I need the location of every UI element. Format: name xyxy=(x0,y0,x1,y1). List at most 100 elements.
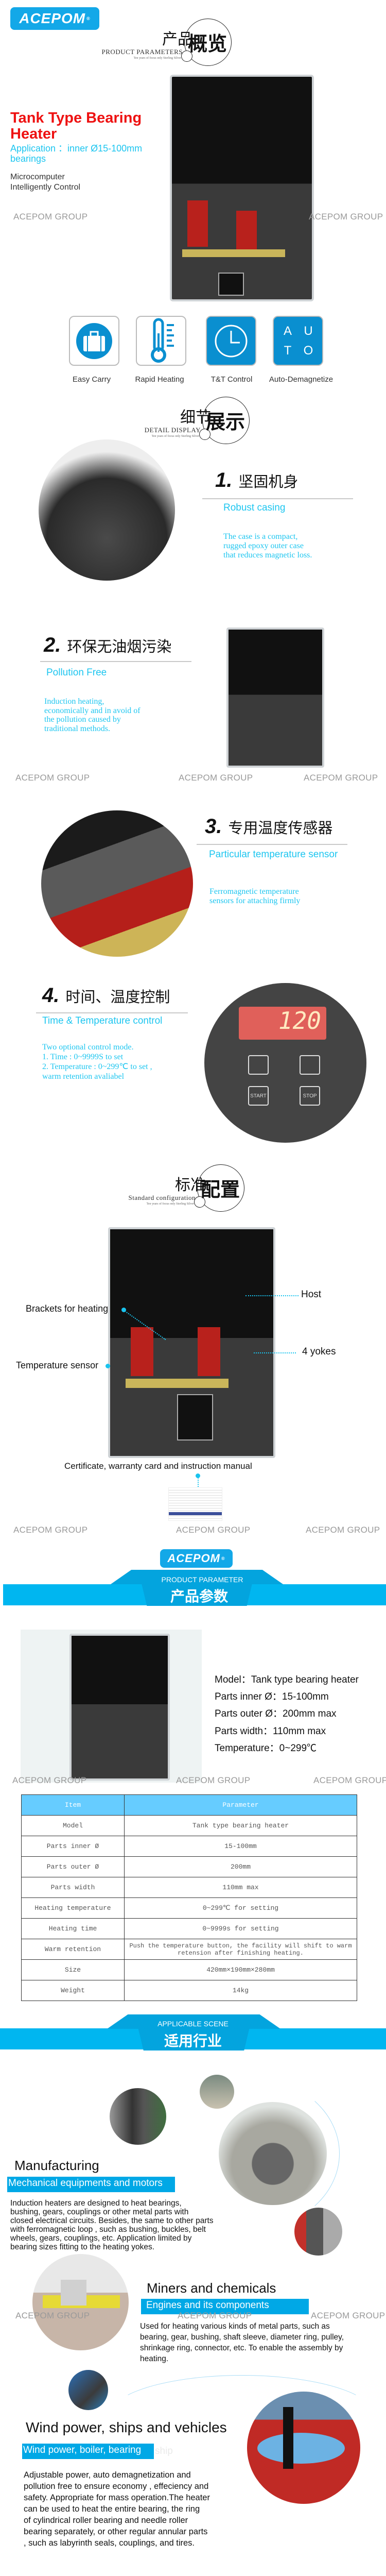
scene-title: Miners and chemicals xyxy=(147,2280,276,2296)
scene-photo xyxy=(200,2075,234,2109)
scene-tag-faded: ship xyxy=(155,2446,173,2456)
scene-desc: Adjustable power, auto demagnetization a… xyxy=(24,2470,210,2548)
scene-tag: Mechanical equipments and motors xyxy=(7,2177,175,2192)
feature-label: Auto-Demagnetize xyxy=(269,375,334,384)
scene-photo xyxy=(32,2254,129,2350)
config-label-host-text: Host xyxy=(301,1289,322,1300)
decorative-arc xyxy=(154,2076,340,2231)
detail-1-subtitle: Robust casing xyxy=(223,502,286,513)
scene-photo xyxy=(110,2088,166,2145)
watermark: ACEPOM GROUP xyxy=(313,1775,386,1785)
scene-photo xyxy=(294,2208,342,2256)
detail-photo-pollution xyxy=(226,628,324,768)
detail-2-subtitle: Pollution Free xyxy=(46,667,107,678)
feature-rapid-heating xyxy=(136,316,186,366)
divider xyxy=(36,1012,188,1013)
scene-title: Manufacturing xyxy=(14,2158,99,2173)
config-label-yokes: 4 yokes xyxy=(302,1346,336,1357)
callout-dot xyxy=(106,1364,110,1368)
thermometer-icon xyxy=(151,318,174,363)
config-label-certificate: Certificate, warranty card and instructi… xyxy=(64,1461,252,1471)
detail-1-heading: 1.坚固机身 xyxy=(215,469,299,492)
detail-photo-control-panel: 120 START STOP xyxy=(204,983,366,1143)
scene-tag-row: Wind power, boiler, bearing ship xyxy=(22,2444,173,2459)
clock-icon xyxy=(215,325,248,357)
watermark: ACEPOM GROUP xyxy=(15,2311,90,2320)
callout-line xyxy=(198,1478,199,1489)
watermark: ACEPOM GROUP xyxy=(306,1525,380,1535)
brand-logo: ACEPOM® xyxy=(160,1549,233,1568)
column-header: Item xyxy=(21,1794,125,1816)
details-heading: 细节 展示 DETAIL DISPLAY Ten years of focus … xyxy=(131,397,250,446)
table-header-row: Item Parameter xyxy=(21,1794,357,1816)
control-text: Microcomputer Intelligently Control xyxy=(10,173,81,192)
watermark: ACEPOM GROUP xyxy=(13,1525,88,1535)
start-button: START xyxy=(248,1086,269,1106)
scene-title: Wind power, ships and vehicles xyxy=(26,2419,227,2435)
divider xyxy=(197,844,347,845)
watermark: ACEPOM GROUP xyxy=(12,1775,87,1785)
stop-button: STOP xyxy=(300,1086,320,1106)
overview-heading: 产品 概览 PRODUCT PARAMETERS Ten years of fo… xyxy=(102,19,232,67)
certificate-document xyxy=(168,1487,222,1521)
feature-label: T&T Control xyxy=(210,375,253,384)
scene-photo xyxy=(219,2102,327,2205)
application-text: Application ：inner Ø15-100mm bearings xyxy=(10,143,143,164)
detail-4-subtitle: Time & Temperature control xyxy=(42,1015,163,1026)
detail-1-desc: The case is a compact,rugged epoxy outer… xyxy=(223,532,312,560)
spec-list: Model：Tank type bearing heater Parts inn… xyxy=(215,1674,359,1754)
parameter-photo xyxy=(21,1630,202,1783)
feature-tt-control xyxy=(206,316,256,366)
callout-line xyxy=(254,1352,296,1353)
feature-label: Rapid Heating xyxy=(135,375,184,384)
watermark: ACEPOM GROUP xyxy=(176,1775,251,1785)
parameter-banner-cn: 产品参数 xyxy=(170,1588,228,1604)
watermark: ACEPOM GROUP xyxy=(304,773,378,783)
config-label-sensor: Temperature sensor xyxy=(16,1360,99,1370)
scene-photo xyxy=(68,2370,108,2410)
config-label-brackets: Brackets for heating xyxy=(26,1303,109,1314)
watermark: ACEPOM GROUP xyxy=(13,212,88,222)
detail-photo-casing xyxy=(39,439,175,581)
callout-dot xyxy=(196,1473,200,1478)
temperature-display: 120 xyxy=(239,1007,326,1040)
detail-4-heading: 4.时间、温度控制 xyxy=(42,984,170,1007)
suitcase-icon xyxy=(76,323,112,359)
watermark: ACEPOM GROUP xyxy=(178,2311,252,2320)
watermark: ACEPOM GROUP xyxy=(179,773,253,783)
detail-photo-sensor xyxy=(41,810,193,957)
feature-label: Easy Carry xyxy=(72,375,111,384)
scene-banner-cn: 适用行业 xyxy=(164,2033,222,2049)
detail-2-heading: 2.环保无油烟污染 xyxy=(44,634,172,656)
scene-tag: Wind power, boiler, bearing xyxy=(22,2444,154,2459)
decorative-arc xyxy=(108,2375,376,2458)
config-label-host xyxy=(245,1295,299,1296)
scene-desc: Used for heating various kinds of metal … xyxy=(140,2322,344,2363)
brand-logo: ACEPOM® xyxy=(10,7,99,30)
scene-tag: Engines and its components xyxy=(141,2299,309,2314)
detail-3-heading: 3.专用温度传感器 xyxy=(205,815,333,838)
watermark: ACEPOM GROUP xyxy=(309,212,383,222)
detail-4-desc: Two optional control mode.1. Time : 0~99… xyxy=(42,1043,152,1081)
scene-banner-en: APPLICABLE SCENE xyxy=(157,2020,229,2028)
watermark: ACEPOM GROUP xyxy=(311,2311,385,2320)
parameter-banner-en: PRODUCT PARAMETER xyxy=(161,1575,243,1584)
scene-desc: Induction heaters are designed to heat b… xyxy=(10,2199,214,2251)
detail-2-desc: Induction heating,economically and in av… xyxy=(44,697,141,733)
detail-3-subtitle: Particular temperature sensor xyxy=(209,849,338,860)
thermometer-icon xyxy=(248,1055,269,1075)
scene-photo xyxy=(247,2392,360,2504)
